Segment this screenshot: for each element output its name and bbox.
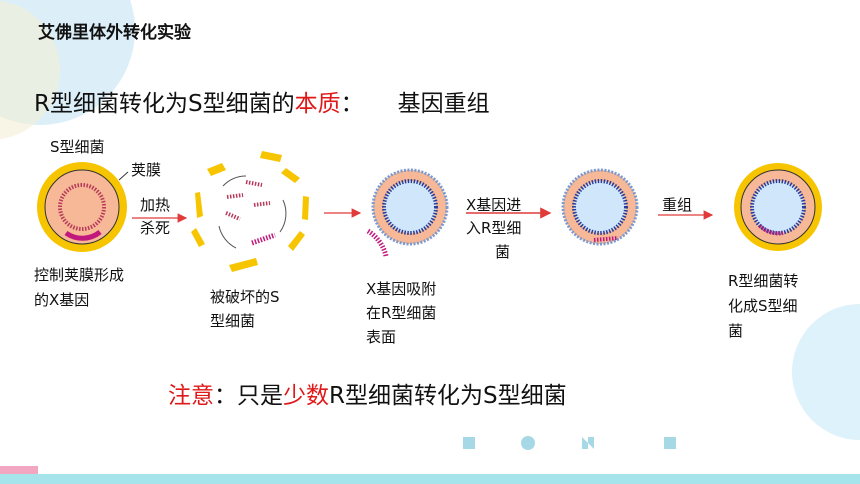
label-s-bacteria: S型细菌 <box>50 138 105 156</box>
headline-colon: ： <box>340 91 364 117</box>
label-adsorb-3: 表面 <box>366 328 397 346</box>
capsule-pointer <box>118 171 129 181</box>
label-enter-2: 入R型细 <box>466 219 522 237</box>
adsorbed-x-gene <box>366 228 389 257</box>
label-capsule: 荚膜 <box>131 161 162 179</box>
note-text-1: ：只是 <box>214 383 283 409</box>
deco-square-4 <box>664 437 676 449</box>
deco-n-3 <box>582 437 594 449</box>
x-gene-segment <box>64 229 102 241</box>
headline: R型细菌转化为S型细菌的本质： 基因重组 <box>34 84 490 118</box>
label-result-3: 菌 <box>728 322 744 340</box>
transformed-s-bacterium <box>734 163 822 251</box>
deco-square-1 <box>463 437 475 449</box>
label-heat-2: 杀死 <box>140 219 171 237</box>
deco-bubble-top-left-inner <box>0 0 60 140</box>
deco-bar-pink <box>0 466 38 474</box>
headline-highlight: 本质 <box>294 91 341 117</box>
label-gene-2: 的X基因 <box>34 291 90 309</box>
s-bacterium-cell <box>37 162 127 252</box>
label-result-2: 化成S型细 <box>728 297 798 315</box>
note: 注意：只是少数R型细菌转化为S型细菌 <box>168 376 567 410</box>
r-bacterium-adsorbed <box>366 168 449 257</box>
entered-x-gene <box>593 236 619 242</box>
r-bacterium-gene-entered <box>561 168 639 246</box>
deco-bubble-right <box>792 304 860 440</box>
label-adsorb-2: 在R型细菌 <box>366 304 437 322</box>
label-gene-1: 控制荚膜形成 <box>34 266 125 284</box>
label-enter-1: X基因进 <box>466 196 522 214</box>
label-heat-1: 加热 <box>140 196 171 214</box>
deco-dot-2 <box>521 436 535 450</box>
headline-answer: 基因重组 <box>397 91 490 117</box>
label-enter-3: 菌 <box>495 243 511 261</box>
label-destroyed-2: 型细菌 <box>210 312 256 330</box>
destroyed-s-bacterium <box>191 151 309 272</box>
label-recombine: 重组 <box>662 196 693 214</box>
note-highlight-1: 注意 <box>168 383 214 409</box>
note-highlight-2: 少数 <box>283 383 329 409</box>
page-title: 艾佛里体外转化实验 <box>38 23 191 43</box>
free-x-gene <box>251 232 276 246</box>
label-destroyed-1: 被破坏的S <box>210 288 280 306</box>
label-adsorb-1: X基因吸附 <box>366 280 437 298</box>
note-text-2: R型细菌转化为S型细菌 <box>329 383 567 409</box>
deco-bar-cyan <box>0 474 860 484</box>
recombined-x-gene <box>758 224 784 236</box>
headline-prefix: R型细菌转化为S型细菌的 <box>34 91 295 117</box>
label-result-1: R型细菌转 <box>728 272 799 290</box>
